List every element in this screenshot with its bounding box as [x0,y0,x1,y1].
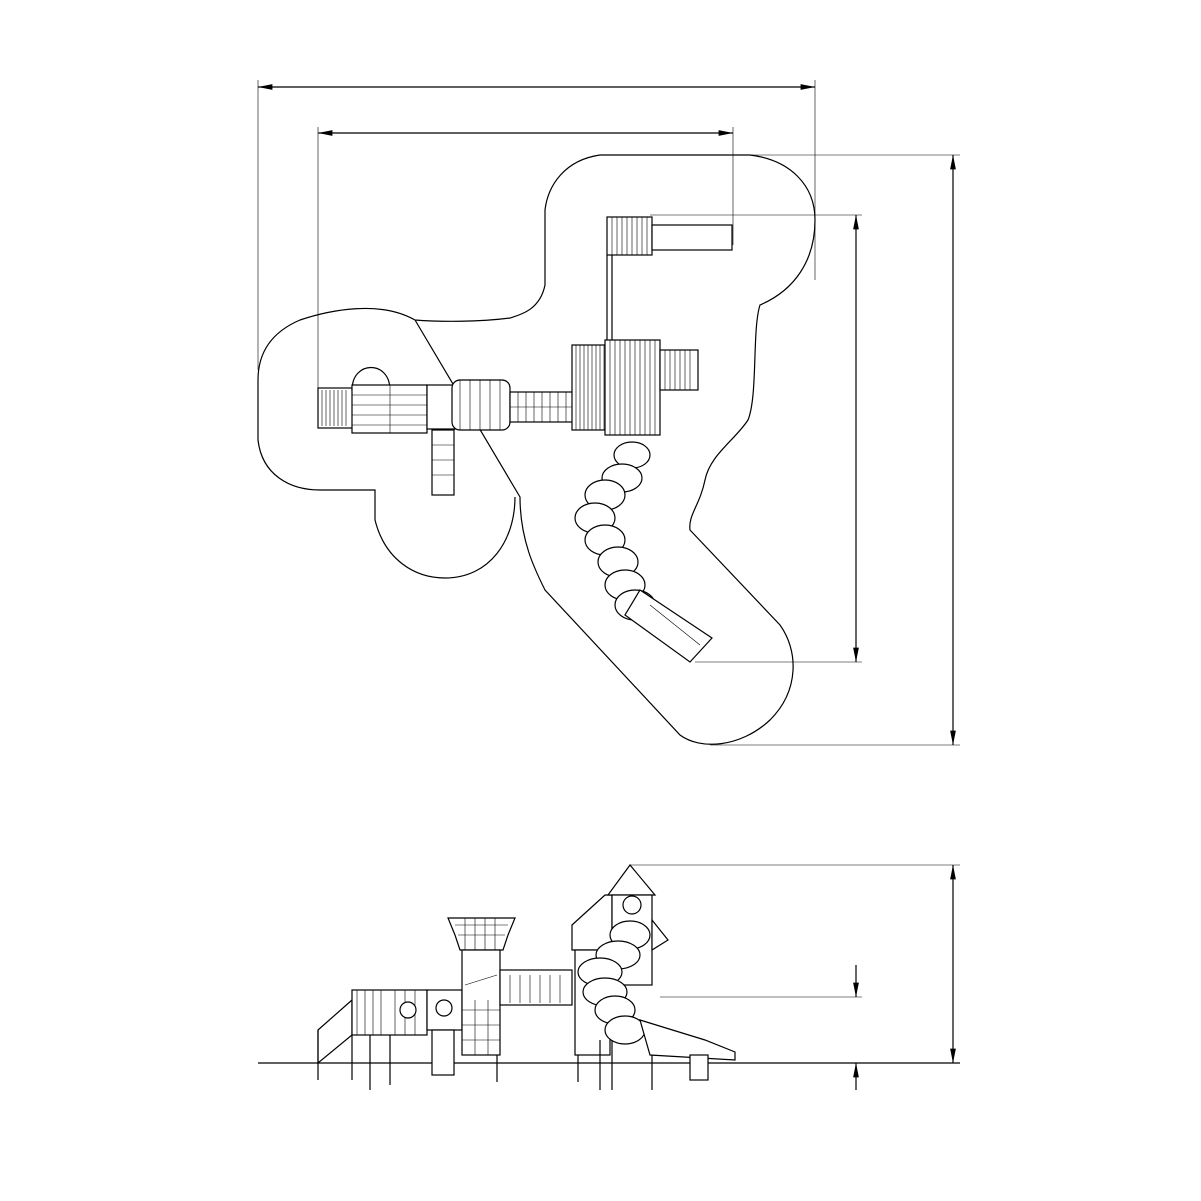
safety-zone-outline [257,154,816,745]
equipment-elevation [317,864,736,1090]
elevation-view [258,864,960,1090]
equipment-plan [317,216,733,663]
tube-slide-plan [574,441,713,663]
tube-slide-elevation [577,920,736,1081]
plan-view [257,80,960,746]
